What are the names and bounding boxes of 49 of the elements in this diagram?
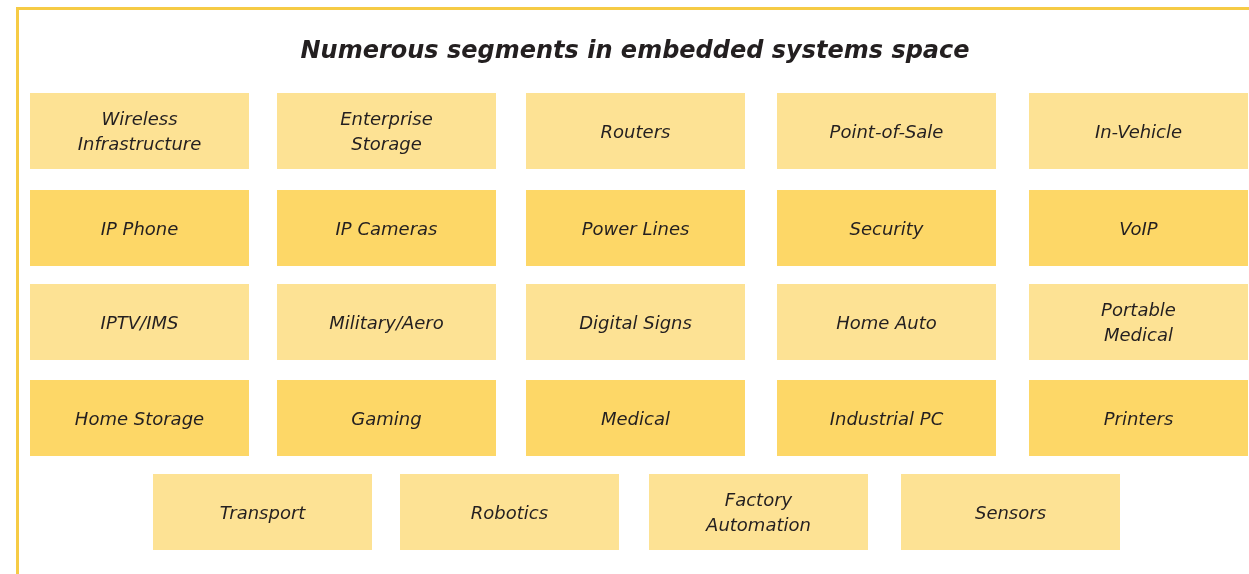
segment-box — [1029, 284, 1248, 360]
segment-box — [400, 474, 619, 550]
segment-label: Home Auto — [836, 310, 937, 335]
segment-box — [277, 93, 496, 169]
segment-box — [777, 380, 996, 456]
segment-label: Medical — [601, 406, 670, 431]
segment-box — [1029, 380, 1248, 456]
segment-label: IP Phone — [100, 216, 179, 241]
segment-box — [30, 93, 249, 169]
segment-box — [1029, 190, 1248, 266]
segment-box — [777, 284, 996, 360]
segment-box — [526, 190, 745, 266]
segment-label: Point-of-Sale — [829, 119, 944, 144]
segment-box — [277, 284, 496, 360]
segment-label: Industrial PC — [829, 406, 944, 431]
segment-label: Sensors — [974, 500, 1047, 525]
segment-box — [30, 190, 249, 266]
segment-box — [777, 93, 996, 169]
segment-label: Factory Automation — [704, 488, 812, 537]
segment-label: In-Vehicle — [1094, 119, 1183, 144]
segment-label: Robotics — [470, 500, 549, 525]
segment-label: Portable Medical — [1100, 298, 1177, 347]
segment-label: VoIP — [1119, 216, 1158, 241]
segment-label: Enterprise Storage — [339, 107, 434, 156]
segment-label: Security — [849, 216, 924, 241]
segment-label: Transport — [219, 500, 306, 525]
segment-box — [277, 190, 496, 266]
segment-box — [30, 380, 249, 456]
segment-box — [901, 474, 1120, 550]
segment-box — [30, 284, 249, 360]
segment-box — [526, 93, 745, 169]
segment-label: Power Lines — [581, 216, 690, 241]
segment-box — [526, 380, 745, 456]
segment-label: IPTV/IMS — [100, 310, 179, 335]
segment-box — [649, 474, 868, 550]
segment-label: Home Storage — [74, 406, 205, 431]
segment-label: Military/Aero — [329, 310, 444, 335]
segment-label: Digital Signs — [579, 310, 692, 335]
segment-label: Wireless Infrastructure — [76, 107, 203, 156]
segment-box — [153, 474, 372, 550]
segment-box — [526, 284, 745, 360]
segment-label: IP Cameras — [335, 216, 438, 241]
segment-box — [777, 190, 996, 266]
segment-label: Printers — [1103, 406, 1174, 431]
segment-box — [277, 380, 496, 456]
segment-box — [1029, 93, 1248, 169]
segment-label: Gaming — [351, 406, 422, 431]
diagram-title: Numerous segments in embedded systems space — [299, 36, 971, 64]
segment-label: Routers — [600, 119, 671, 144]
